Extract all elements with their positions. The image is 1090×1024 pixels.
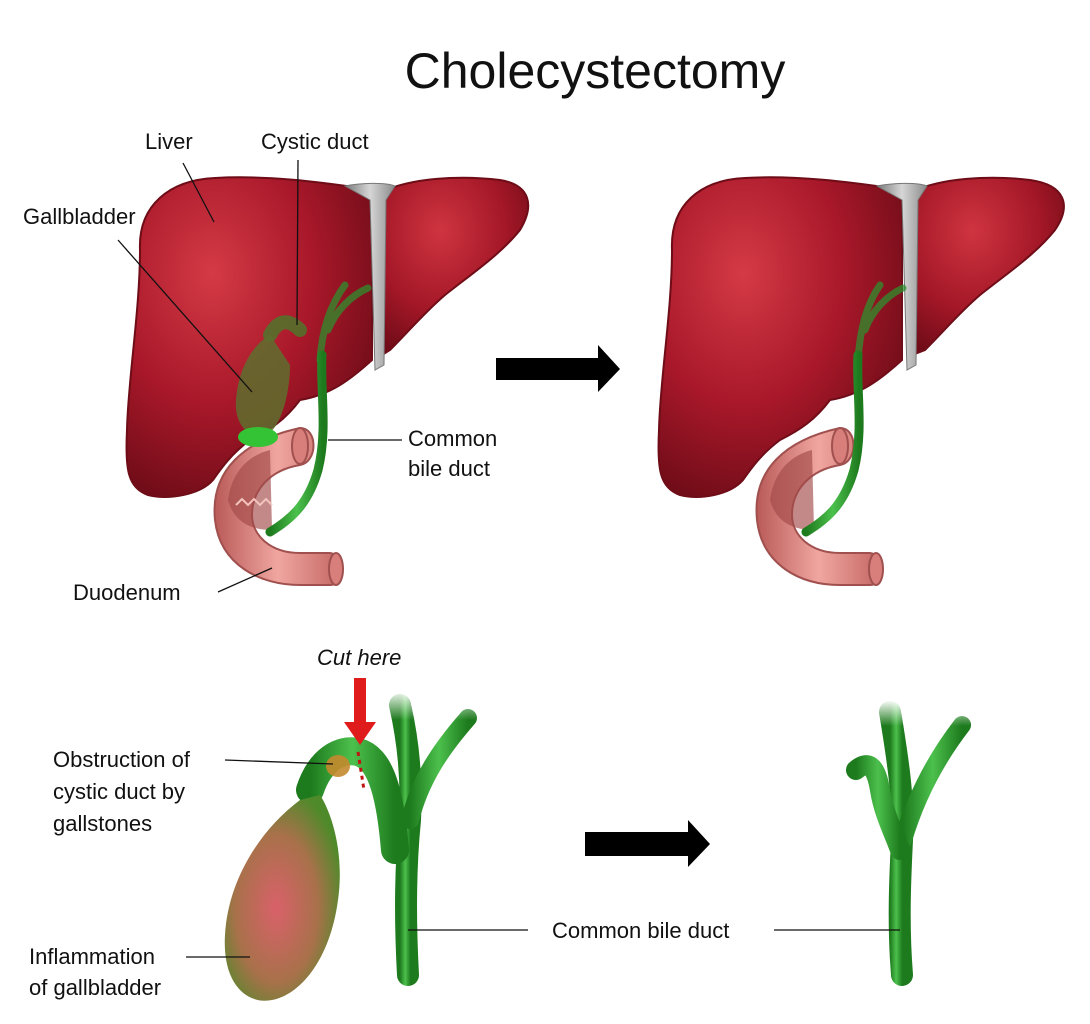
label-common-bile-duct-line1: Common — [408, 426, 498, 451]
remaining-bile-duct — [846, 700, 971, 986]
label-duodenum: Duodenum — [73, 580, 181, 605]
page-title: Cholecystectomy — [404, 43, 786, 99]
leader-lines — [117, 159, 900, 958]
label-gallbladder: Gallbladder — [23, 204, 136, 229]
gallbladder-before — [235, 335, 290, 437]
inflamed-gallbladder — [224, 795, 340, 1001]
label-obstruction-line2: cystic duct by — [53, 779, 186, 804]
gallstone-green — [238, 427, 278, 447]
down-arrow-icon — [344, 678, 376, 745]
label-inflammation-line1: Inflammation — [29, 944, 155, 969]
label-obstruction-line1: Obstruction of — [53, 747, 190, 772]
label-liver: Liver — [145, 129, 193, 154]
label-common-bile-duct-bottom: Common bile duct — [552, 918, 730, 943]
label-cystic-duct: Cystic duct — [261, 129, 369, 154]
label-obstruction-line3: gallstones — [53, 811, 153, 836]
duodenum-after — [755, 426, 884, 586]
gallstone — [326, 755, 350, 777]
liver-after — [657, 176, 1065, 586]
label-common-bile-duct-line2: bile duct — [408, 456, 490, 481]
label-inflammation-line2: of gallbladder — [29, 975, 162, 1000]
right-arrow-icon — [585, 820, 710, 867]
liver-before — [125, 176, 530, 586]
right-arrow-icon — [496, 345, 620, 392]
duodenum-before — [213, 426, 344, 586]
label-cut-here: Cut here — [317, 645, 402, 670]
gallbladder-detail — [224, 690, 480, 1001]
